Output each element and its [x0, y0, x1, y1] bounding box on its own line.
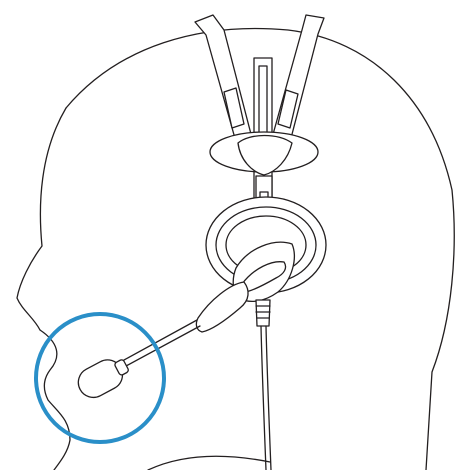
boom-arm-base: [196, 282, 248, 332]
mouth-chin-line: [40, 330, 70, 470]
neck-line: [148, 456, 270, 470]
cable-strain-relief: [256, 300, 270, 326]
stem-slot: [259, 66, 267, 136]
face-profile: [17, 108, 66, 330]
headset-cable-left: [261, 326, 266, 470]
headset-cable-right: [266, 326, 271, 470]
